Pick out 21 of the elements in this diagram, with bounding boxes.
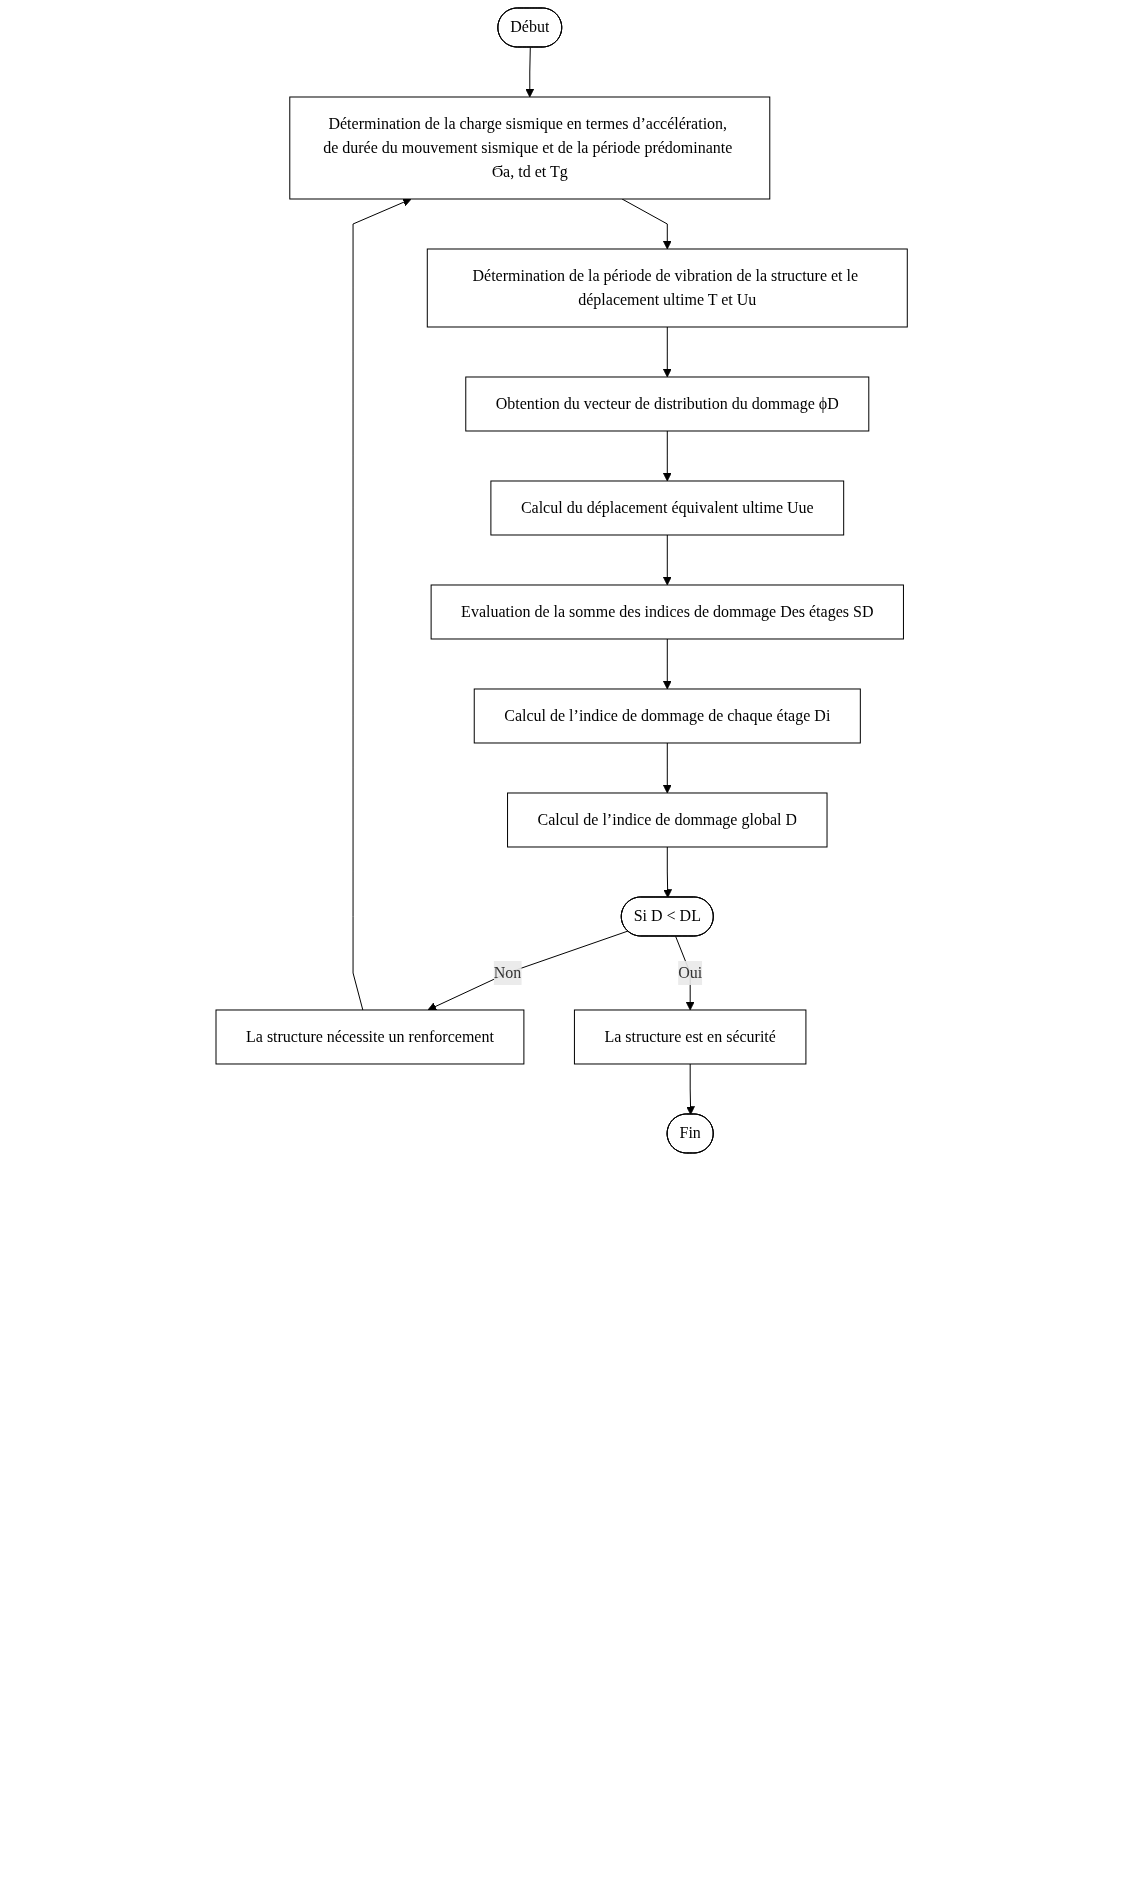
node-box: Obtention du vecteur de distribution du dommage ϕD [465, 376, 870, 432]
edge-label: Non [494, 963, 522, 981]
node-box: Calcul de l’indice de dommage global D [507, 792, 828, 848]
arrow [686, 1063, 696, 1115]
arrow [663, 326, 673, 378]
node-box: Evaluation de la somme des indices de dommage Des étages SD [430, 584, 905, 640]
node-box: Détermination de la charge sismique en termes d’accélération, de durée du mouvement sismique et de la période prédominante Ϭa, td et Tg [289, 96, 771, 200]
node-box: Calcul de l’indice de dommage de chaque étage Di [474, 688, 862, 744]
node-box: La structure nécessite un renforcement [215, 1009, 525, 1065]
node-box: Calcul du déplacement équivalent ultime Uue [490, 480, 845, 536]
node-box: La structure est en sécurité [574, 1009, 807, 1065]
arrow [663, 846, 673, 898]
arrow [663, 430, 673, 482]
edge-label: Oui [678, 963, 703, 981]
arrow [352, 198, 412, 1011]
arrow [663, 534, 673, 586]
arrow [663, 638, 673, 690]
node-box: Détermination de la période de vibration de la structure et le déplacement ultime T et Uu [427, 248, 909, 328]
arrow [427, 930, 629, 1011]
arrow [663, 742, 673, 794]
arrow [525, 47, 535, 98]
